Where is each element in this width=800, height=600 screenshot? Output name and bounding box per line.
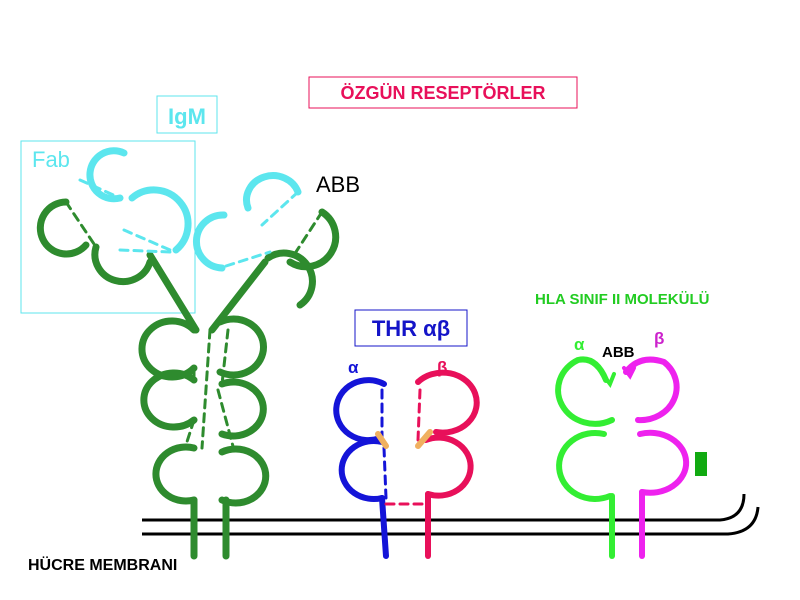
tcr-label: THR αβ bbox=[372, 316, 450, 341]
igm-right-vh-dash bbox=[290, 210, 324, 260]
tcr-alpha-dash-2 bbox=[382, 446, 388, 500]
hla-alpha-1-domain bbox=[555, 356, 615, 427]
hla-beta-2-domain bbox=[637, 429, 690, 496]
tcr-beta-label: β bbox=[437, 358, 447, 377]
igm-right-light-dash-1 bbox=[260, 190, 300, 227]
title-box: ÖZGÜN RESEPTÖRLER bbox=[308, 76, 578, 109]
tcr-alpha-chain bbox=[333, 377, 389, 559]
hla-beta-arrowhead bbox=[622, 366, 636, 380]
hla-alpha-arrowhead bbox=[602, 372, 616, 389]
hla-alpha-label: α bbox=[574, 335, 585, 354]
fab-box: Fab bbox=[20, 140, 196, 314]
title-text: ÖZGÜN RESEPTÖRLER bbox=[340, 83, 545, 103]
igm-left-dash-2 bbox=[183, 418, 196, 450]
igm-left-heavy-chain bbox=[36, 198, 200, 560]
igm-right-vl-domain bbox=[243, 172, 302, 212]
tcr-disulfide-bonds bbox=[375, 429, 433, 449]
hla-molecule bbox=[555, 356, 707, 559]
igm-right-cl-domain bbox=[193, 211, 228, 272]
tcr-alpha-disulfide bbox=[375, 431, 389, 449]
igm-left-light-chain bbox=[86, 147, 192, 254]
igm-right-hinge bbox=[208, 258, 269, 334]
tcr-beta-c-domain bbox=[423, 434, 474, 499]
igm-molecule bbox=[36, 147, 340, 560]
fab-label: Fab bbox=[32, 147, 70, 172]
membrane-outer-line bbox=[142, 493, 746, 522]
cell-membrane bbox=[142, 493, 760, 536]
igm-label-box: IgM bbox=[156, 95, 218, 134]
igm-abb-label: ABB bbox=[316, 172, 360, 197]
igm-label-border bbox=[156, 95, 218, 134]
hla-alpha-chain bbox=[555, 356, 615, 559]
tcr-label-border bbox=[354, 309, 468, 347]
hla-alpha-2-domain bbox=[556, 429, 613, 502]
tcr-beta-dashes bbox=[384, 388, 428, 506]
hla-abb-label: ABB bbox=[602, 344, 635, 361]
igm-left-vl-domain bbox=[86, 147, 128, 203]
tcr-alpha-c-domain bbox=[338, 438, 385, 502]
igm-right-heavy-chain bbox=[208, 208, 340, 560]
tcr-beta-chain bbox=[415, 369, 480, 559]
igm-left-light-dashes bbox=[78, 178, 172, 254]
tcr-beta-v-domain bbox=[415, 369, 480, 436]
igm-right-light-dash-2 bbox=[224, 250, 272, 268]
igm-left-light-dash-1 bbox=[78, 178, 122, 200]
hla-beta-label: β bbox=[654, 329, 664, 348]
igm-right-c-domain-3 bbox=[218, 445, 270, 507]
membrane-inner-line bbox=[142, 506, 760, 536]
igm-left-heavy-dashes bbox=[64, 200, 212, 450]
igm-right-c-domain-1 bbox=[216, 315, 267, 379]
igm-left-cl-domain bbox=[128, 186, 192, 254]
igm-left-c-domain-1 bbox=[138, 317, 198, 381]
igm-left-c-domain-3 bbox=[152, 443, 198, 505]
membrane-label: HÜCRE MEMBRANI bbox=[28, 555, 177, 574]
igm-right-light-chain bbox=[193, 172, 302, 272]
igm-left-interchain-dash bbox=[118, 248, 172, 254]
igm-left-ch-domain bbox=[91, 243, 154, 286]
igm-right-light-dashes bbox=[224, 190, 300, 268]
hla-label: HLA SINIF II MOLEKÜLÜ bbox=[535, 291, 709, 308]
igm-left-light-dash-2 bbox=[122, 228, 172, 252]
tcr-alpha-stem bbox=[379, 495, 389, 559]
hla-beta-1-domain bbox=[623, 356, 680, 424]
igm-left-hinge bbox=[146, 251, 200, 334]
igm-left-vh-domain bbox=[36, 198, 90, 258]
tcr-alpha-label: α bbox=[348, 358, 359, 377]
igm-right-c-domain-2 bbox=[218, 378, 267, 440]
tcr-molecule bbox=[333, 369, 480, 559]
tcr-alpha-v-domain bbox=[333, 377, 387, 444]
hla-beta-block bbox=[695, 452, 707, 476]
tcr-beta-disulfide bbox=[415, 429, 433, 449]
igm-right-heavy-dashes bbox=[216, 210, 324, 452]
igm-right-vh-domain bbox=[286, 208, 340, 271]
igm-right-dash-2 bbox=[216, 388, 236, 452]
hla-beta-chain bbox=[623, 356, 690, 559]
fab-border bbox=[20, 140, 196, 314]
igm-left-c-domain-2 bbox=[140, 369, 198, 431]
igm-left-vh-dash bbox=[64, 200, 98, 249]
tcr-label-box: THR αβ bbox=[354, 309, 468, 347]
igm-right-dash-1 bbox=[220, 328, 230, 386]
tcr-alpha-dashes bbox=[380, 388, 388, 500]
igm-left-dash-3 bbox=[200, 328, 212, 450]
tcr-beta-dash-1 bbox=[416, 388, 422, 442]
title-border bbox=[308, 76, 578, 109]
igm-label: IgM bbox=[168, 104, 206, 129]
